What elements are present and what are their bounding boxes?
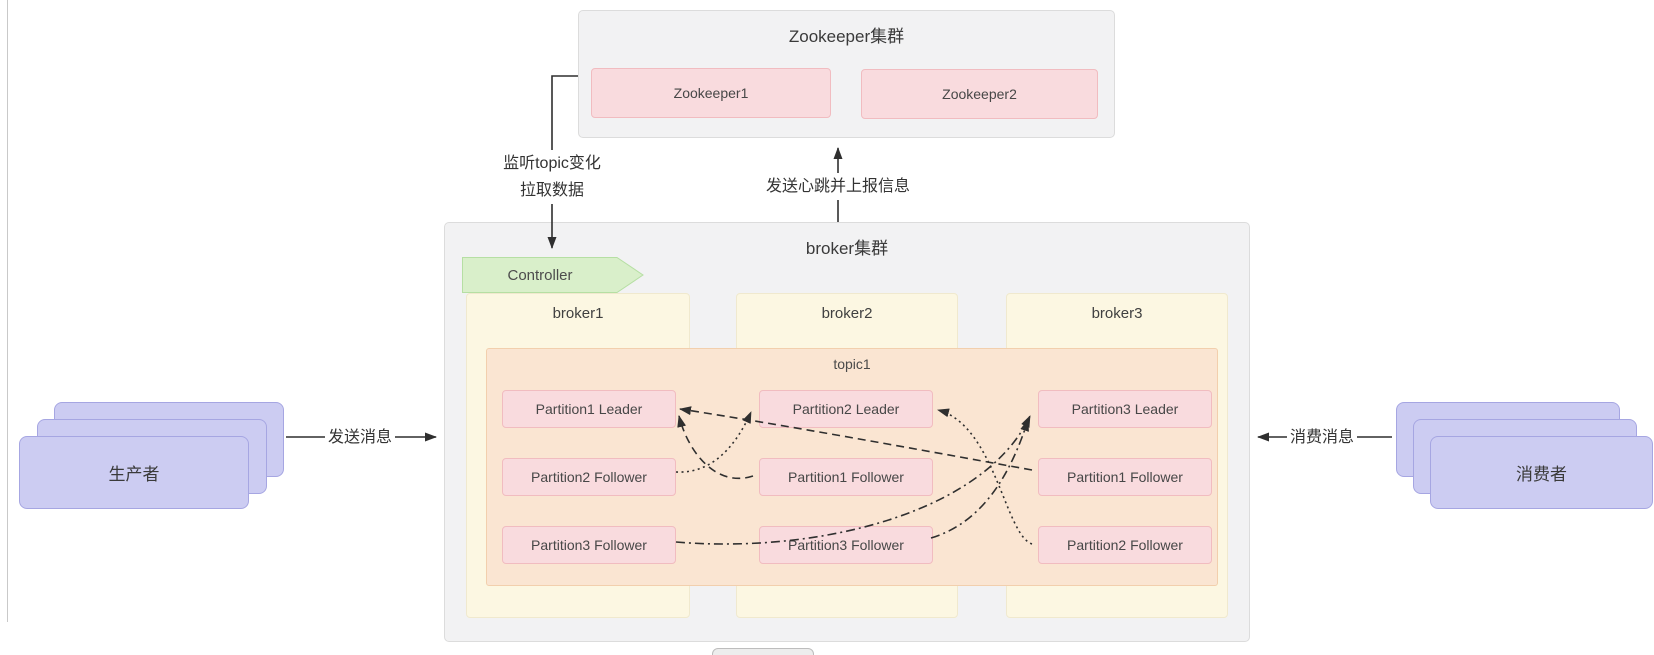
canvas-left-rule	[7, 0, 8, 622]
topic1-box: topic1 Partition1 Leader Partition2 Foll…	[486, 348, 1218, 586]
partition-box: Partition1 Follower	[1038, 458, 1212, 496]
partition-box: Partition2 Follower	[1038, 526, 1212, 564]
zookeeper-cluster-title: Zookeeper集群	[788, 27, 905, 46]
partition-box: Partition3 Leader	[1038, 390, 1212, 428]
controller-tag: Controller	[462, 257, 644, 293]
partition-box: Partition3 Follower	[759, 526, 933, 564]
partition-box: Partition3 Follower	[502, 526, 676, 564]
controller-tag-shape	[462, 257, 644, 293]
broker-cluster-box: broker集群 broker1 broker2 broker3 topic1 …	[444, 222, 1250, 642]
partition-box: Partition2 Leader	[759, 390, 933, 428]
send-message-label: 发送消息	[324, 424, 396, 451]
watch-topic-label-line1: 监听topic变化	[503, 155, 601, 172]
broker2-title: broker2	[821, 305, 873, 322]
zookeeper1-node: Zookeeper1	[591, 68, 831, 118]
watch-topic-label-line2: 拉取数据	[519, 182, 584, 199]
broker-cluster-title: broker集群	[805, 239, 889, 258]
consume-message-label: 消费消息	[1286, 424, 1358, 451]
consumer-node: 消费者	[1430, 436, 1653, 509]
controller-label: Controller	[507, 266, 573, 284]
zookeeper2-node: Zookeeper2	[861, 69, 1098, 119]
zookeeper-cluster-box: Zookeeper集群 Zookeeper1 Zookeeper2	[578, 10, 1115, 138]
bottom-cutoff-shape	[712, 648, 814, 655]
heartbeat-label: 发送心跳并上报信息	[762, 173, 914, 200]
topic1-title: topic1	[833, 356, 871, 372]
producer-node: 生产者	[19, 436, 249, 509]
partition-box: Partition1 Leader	[502, 390, 676, 428]
partition-box: Partition1 Follower	[759, 458, 933, 496]
watch-topic-label: 监听topic变化 拉取数据	[500, 150, 604, 204]
broker3-title: broker3	[1091, 305, 1143, 322]
broker1-title: broker1	[552, 305, 604, 322]
partition-box: Partition2 Follower	[502, 458, 676, 496]
